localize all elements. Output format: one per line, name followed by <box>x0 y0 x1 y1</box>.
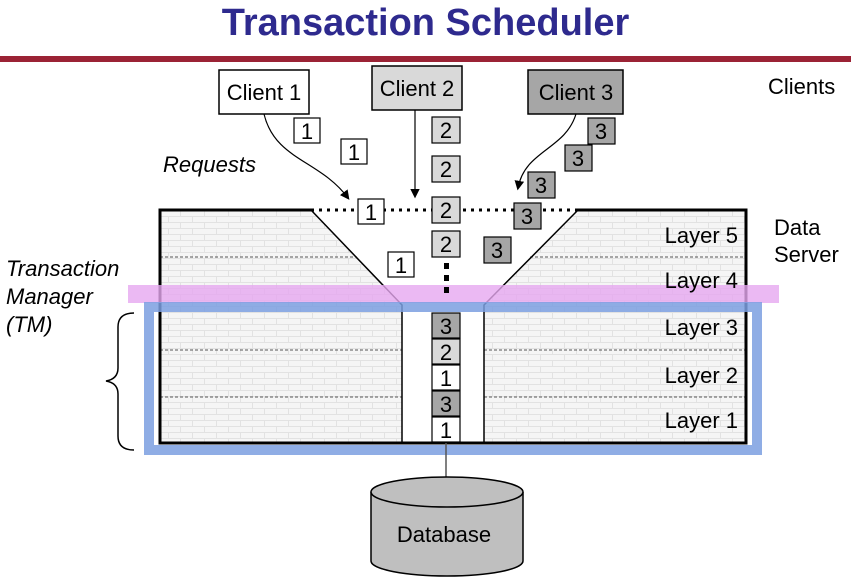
tm-frame <box>144 302 762 455</box>
request-token-2-text: 2 <box>440 198 452 223</box>
request-token-3-text: 3 <box>572 146 584 171</box>
layer-1-label: Layer 1 <box>665 408 738 433</box>
request-token-1-text: 1 <box>365 200 377 225</box>
request-token-3 <box>527 171 556 199</box>
request-token-1-text: 1 <box>348 140 360 165</box>
requests-label: Requests <box>163 152 256 177</box>
client-3-label: Client 3 <box>539 80 614 105</box>
client-1[interactable]: Client 1 <box>218 69 310 115</box>
queue-token-text: 3 <box>440 314 452 339</box>
request-token-1-text: 1 <box>301 119 313 144</box>
database[interactable]: Database <box>370 476 524 577</box>
queue-token-text: 1 <box>440 366 452 391</box>
title-rule <box>0 56 851 62</box>
request-token-1-text: 1 <box>395 253 407 278</box>
clients-label: Clients <box>768 74 835 99</box>
request-token-3-text: 3 <box>521 204 533 229</box>
request-token-3-text: 3 <box>595 119 607 144</box>
queue-token-text: 3 <box>440 392 452 417</box>
request-token-3-text: 3 <box>535 173 547 198</box>
request-token-1 <box>357 198 385 225</box>
database-top[interactable] <box>370 476 524 508</box>
client-1-label: Client 1 <box>227 80 302 105</box>
layer-5-label: Layer 5 <box>665 223 738 248</box>
tm-brace <box>105 312 135 451</box>
request-token-2 <box>431 230 461 258</box>
tm-label-line1: Transaction <box>6 256 119 281</box>
request-token-3 <box>587 117 616 145</box>
request-token-3 <box>483 236 512 264</box>
request-token-1 <box>340 138 368 165</box>
database-label: Database <box>397 522 491 547</box>
request-token-3 <box>564 144 593 172</box>
tm-label-line3: (TM) <box>6 312 52 337</box>
request-token-1 <box>293 117 321 144</box>
queue-token-text: 1 <box>440 418 452 443</box>
client-2-label: Client 2 <box>380 76 455 101</box>
queue-token <box>431 416 461 443</box>
layer-4-label: Layer 4 <box>665 268 738 293</box>
client-2[interactable]: Client 2 <box>371 65 463 111</box>
queue-token <box>431 312 461 339</box>
tm-band <box>128 285 779 303</box>
request-token-3-text: 3 <box>491 238 503 263</box>
request-token-2 <box>431 116 461 144</box>
data-server-label-line1: Data <box>774 215 821 240</box>
queue-token <box>431 390 461 417</box>
request-token-2-text: 2 <box>440 157 452 182</box>
data-server-label-line2: Server <box>774 242 839 267</box>
client-2-box[interactable] <box>371 65 463 111</box>
request-token-2-text: 2 <box>440 232 452 257</box>
layer-3-label: Layer 3 <box>665 315 738 340</box>
client-3-arrow <box>514 113 577 191</box>
page-title: Transaction Scheduler <box>221 2 630 44</box>
queue-token <box>431 338 461 365</box>
request-token-2-text: 2 <box>440 118 452 143</box>
client-1-arrow <box>263 113 350 200</box>
request-token-2 <box>431 196 461 224</box>
tm-label-line2: Manager <box>6 284 95 309</box>
queue-token-text: 2 <box>440 340 452 365</box>
client-3[interactable]: Client 3 <box>527 69 624 115</box>
queue-token <box>431 364 461 391</box>
request-token-2 <box>431 155 461 183</box>
request-token-1 <box>387 251 415 278</box>
request-token-3 <box>513 202 542 230</box>
database-body[interactable] <box>370 492 524 577</box>
layer-2-label: Layer 2 <box>665 363 738 388</box>
